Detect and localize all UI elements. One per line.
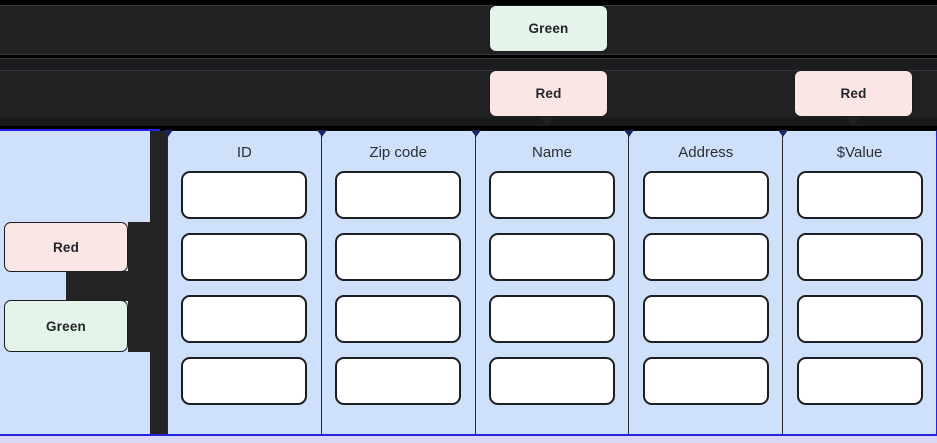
column-zip-code[interactable]: Zip code: [316, 130, 475, 443]
cell-input[interactable]: [796, 357, 923, 405]
cell-input[interactable]: [181, 357, 308, 405]
cell-input[interactable]: [181, 233, 308, 281]
left-notch-middle: [66, 271, 164, 301]
tooltip-red-right: Red: [794, 70, 913, 117]
column-cells: [168, 171, 321, 405]
column-resize-handle-icon[interactable]: [316, 130, 327, 137]
cell-input[interactable]: [796, 171, 923, 219]
column-cells: [322, 171, 475, 405]
column-cells: [629, 171, 782, 405]
background-band-3: [0, 70, 937, 122]
tooltip-green-left: Green: [4, 300, 128, 352]
column-resize-handle-icon[interactable]: [624, 130, 635, 137]
cell-input[interactable]: [488, 295, 615, 343]
background-band-4: [0, 118, 937, 126]
column-id[interactable]: ID: [163, 130, 321, 443]
cell-input[interactable]: [488, 357, 615, 405]
tooltip-red-middle: Red: [489, 70, 608, 117]
cell-input[interactable]: [642, 233, 769, 281]
cell-input[interactable]: [796, 233, 923, 281]
column-header-label: Zip code: [369, 144, 427, 161]
cell-input[interactable]: [642, 357, 769, 405]
cell-input[interactable]: [335, 295, 462, 343]
cell-input[interactable]: [796, 295, 923, 343]
cell-input[interactable]: [335, 357, 462, 405]
column-header-label: Address: [678, 144, 734, 161]
background-band-1: [0, 5, 937, 55]
cell-input[interactable]: [181, 171, 308, 219]
column-header-label: ID: [236, 144, 252, 161]
column-address[interactable]: Address: [624, 130, 783, 443]
column-resize-handle-icon[interactable]: [778, 130, 789, 137]
column-cells: [476, 171, 629, 405]
tooltip-label: Red: [52, 239, 80, 255]
column-name[interactable]: Name: [470, 130, 629, 443]
cell-input[interactable]: [335, 171, 462, 219]
cell-input[interactable]: [488, 171, 615, 219]
data-table: ID Zip code Name: [163, 130, 937, 443]
bottom-rule: [0, 434, 937, 436]
column-resize-handle-icon[interactable]: [470, 130, 481, 137]
tooltip-green-top: Green: [489, 5, 608, 52]
tooltip-red-left: Red: [4, 222, 128, 272]
tooltip-label: Green: [528, 21, 569, 36]
column-header-label: Name: [531, 144, 572, 161]
tooltip-label: Red: [840, 86, 867, 101]
cell-input[interactable]: [181, 295, 308, 343]
tooltip-label: Green: [45, 318, 87, 334]
column-header-label: $Value: [836, 144, 883, 161]
cell-input[interactable]: [642, 295, 769, 343]
tooltip-arrow-middle: [539, 117, 555, 126]
tooltip-arrow-right: [845, 117, 861, 126]
cell-input[interactable]: [642, 171, 769, 219]
cell-input[interactable]: [335, 233, 462, 281]
column-cells: [783, 171, 936, 405]
cell-input[interactable]: [488, 233, 615, 281]
vertical-scroll-gutter[interactable]: [150, 131, 167, 441]
column-value[interactable]: $Value: [778, 130, 937, 443]
bottom-strip: [0, 436, 937, 443]
tooltip-label: Red: [535, 86, 562, 101]
column-resize-handle-icon[interactable]: [163, 130, 173, 137]
